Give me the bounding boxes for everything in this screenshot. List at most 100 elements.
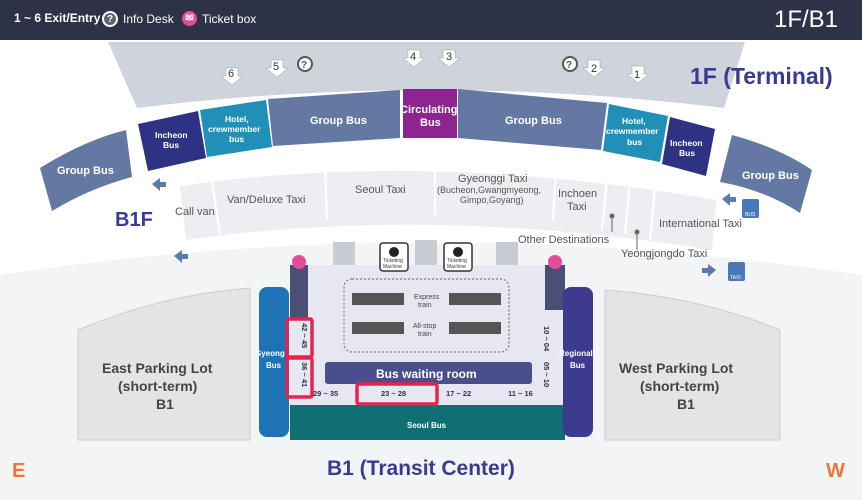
svg-text:Regional: Regional (559, 349, 593, 358)
taxi-sign-icon: TAXI (728, 262, 745, 281)
info-desk-icon: ? (297, 56, 313, 72)
svg-text:Circulating: Circulating (400, 104, 457, 116)
wall-right (545, 265, 565, 310)
taxi-seoul: Seoul Taxi (355, 184, 406, 196)
svg-text:TAXI: TAXI (730, 275, 741, 281)
floor-label: 1F/B1 (773, 6, 838, 33)
svg-text:Bus: Bus (266, 361, 282, 370)
svg-text:Group Bus: Group Bus (57, 165, 114, 177)
b1f-title: B1F (115, 209, 153, 231)
svg-text:Ticketing: Ticketing (447, 258, 467, 264)
svg-text:bus: bus (627, 137, 642, 147)
taxi-incheon-2: Taxi (567, 201, 587, 213)
ticket-box-icon (292, 255, 562, 269)
exit-3[interactable]: 3 (437, 49, 461, 68)
svg-text:1: 1 (634, 69, 640, 81)
bus-zone-group-center-left[interactable]: Group Bus (268, 90, 400, 146)
svg-text:Bus: Bus (163, 140, 179, 150)
info-desk-icon: ? (102, 11, 118, 27)
direction-arrows (152, 178, 736, 277)
taxi-call-van: Call van (175, 206, 215, 218)
exit-5[interactable]: 5 (265, 59, 289, 78)
svg-text:5: 5 (273, 61, 279, 73)
legend-exit-label: 1 ~ 6 Exit/Entry (14, 11, 101, 25)
svg-text:B1: B1 (156, 396, 174, 412)
legend-info-label: Info Desk (123, 12, 174, 26)
bus-zone-group-left[interactable]: Group Bus (40, 130, 132, 211)
bus-zone-group-right[interactable]: Group Bus (720, 135, 812, 213)
exit-6[interactable]: 6 (220, 67, 244, 86)
express-train-label-2: train (418, 302, 432, 309)
pointer-lines (609, 213, 640, 250)
legend-info: ? Info Desk (102, 11, 174, 27)
taxi-gyeonggi-sub1: (Bucheon,Gwangmyeong, (437, 185, 541, 195)
svg-text:?: ? (301, 60, 307, 71)
gate-29-35: 29 ~ 35 (313, 389, 338, 398)
svg-text:crewmember: crewmember (208, 124, 261, 134)
legend-exit: 1 ~ 6 Exit/Entry (14, 11, 100, 25)
svg-text:B1: B1 (677, 396, 695, 412)
taxi-gyeonggi-sub2: Gimpo,Goyang) (460, 195, 524, 205)
svg-text:Ticketing: Ticketing (383, 258, 403, 264)
taxi-yeongjongdo: Yeongjongdo Taxi (621, 248, 707, 260)
svg-text:East Parking Lot: East Parking Lot (102, 360, 213, 376)
allstop-train-label-2: train (418, 331, 432, 338)
bus-waiting-room[interactable]: Bus waiting room (325, 362, 532, 384)
svg-text:Bus waiting room: Bus waiting room (376, 367, 477, 381)
bus-zone-group-center-right[interactable]: Group Bus (458, 89, 607, 150)
svg-text:Machine: Machine (447, 264, 466, 270)
terminal-title: 1F (Terminal) (690, 63, 833, 89)
svg-text:crewmember: crewmember (606, 126, 659, 136)
gate-17-22: 17 ~ 22 (446, 389, 471, 398)
seoul-bus-zone[interactable]: Seoul Bus (290, 405, 565, 440)
svg-text:West Parking Lot: West Parking Lot (619, 360, 733, 376)
svg-text:Group Bus: Group Bus (742, 170, 799, 182)
west-parking-lot[interactable]: West Parking Lot (short-term) B1 (604, 289, 781, 441)
svg-text:?: ? (566, 60, 572, 71)
svg-text:Bus: Bus (679, 148, 695, 158)
exit-2[interactable]: 2 (582, 59, 606, 78)
taxi-area (180, 170, 716, 250)
express-train-label: Express (414, 294, 440, 301)
svg-text:3: 3 (446, 51, 452, 63)
svg-text:(short-term): (short-term) (640, 378, 719, 394)
info-desk-icon: ? (562, 56, 578, 72)
terminal-area (108, 42, 745, 108)
svg-text:bus: bus (229, 134, 244, 144)
bus-sign-icon: BUS (742, 199, 759, 218)
svg-text:Hotel,: Hotel, (622, 116, 646, 126)
exit-1[interactable]: 1 (626, 65, 650, 84)
taxi-incheon: Inchoen (558, 188, 597, 200)
gate-36-41: 36 ~ 41 (300, 362, 309, 387)
exit-4[interactable]: 4 (402, 49, 426, 68)
east-parking-lot[interactable]: East Parking Lot(short-term)B1 (77, 287, 251, 441)
gate-05-10: 05 ~ 10 (542, 362, 551, 387)
svg-text:Seoul Bus: Seoul Bus (407, 421, 447, 430)
taxi-dividers (211, 163, 656, 241)
ticket-box-icon: ✉ (182, 11, 197, 26)
taxi-international: International Taxi (659, 218, 742, 230)
east-edge-label: E (12, 460, 25, 482)
svg-text:6: 6 (228, 68, 234, 80)
wall-left (290, 265, 308, 320)
svg-text:Group Bus: Group Bus (505, 115, 562, 127)
taxi-van-deluxe: Van/Deluxe Taxi (227, 194, 305, 206)
allstop-train-label: All-stop (413, 323, 436, 330)
legend-ticket: ✉Ticket box (182, 11, 256, 26)
stairs (333, 240, 518, 267)
svg-text:Machine: Machine (383, 264, 402, 270)
svg-text:Incheon: Incheon (155, 130, 188, 140)
svg-text:2: 2 (591, 63, 597, 75)
svg-text:BUS: BUS (745, 212, 756, 218)
exit-markers: 6 5 4 3 2 1 (220, 49, 650, 86)
